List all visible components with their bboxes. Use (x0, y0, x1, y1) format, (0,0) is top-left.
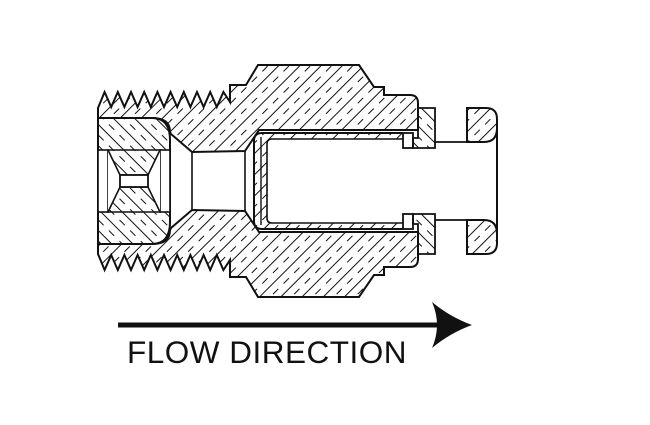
cap-upper-flange (466, 107, 498, 143)
end-cap-section (435, 107, 498, 255)
nut-upper-half (412, 107, 436, 149)
tube-inner-wall (266, 138, 403, 224)
flow-direction-label: FLOW DIRECTION (127, 334, 407, 370)
fitting-body-section (97, 64, 419, 298)
tube-bore-fill (267, 139, 403, 223)
flow-direction-arrow (118, 302, 472, 348)
retaining-nut-section (412, 107, 436, 255)
arrow-head (432, 302, 472, 348)
nut-lower-half (412, 213, 436, 255)
body-upper-half (97, 64, 419, 154)
insert-left-slot (97, 149, 109, 213)
insert-right-slot (159, 149, 171, 213)
seat-orifice (119, 174, 149, 188)
seat-insert-section (97, 117, 171, 245)
cap-lower-flange (466, 219, 498, 255)
inner-tube-section (253, 132, 414, 230)
body-lower-half (97, 208, 419, 298)
tube-outer-wall (253, 132, 403, 230)
tube-upper-bead (402, 132, 414, 149)
tube-lower-bead (402, 213, 414, 230)
